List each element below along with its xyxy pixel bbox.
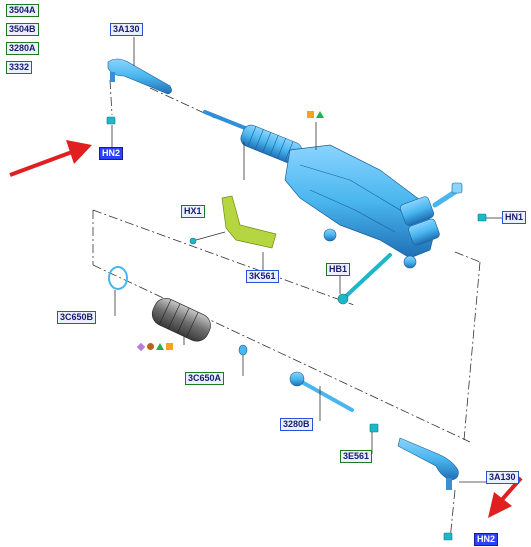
orange-square-icon (166, 343, 173, 350)
callout-tie-rod-end-lower[interactable]: 3A130 (486, 471, 519, 484)
box-right-edge (463, 261, 481, 441)
legend-row-circle: = 3280A (6, 41, 39, 55)
clamp-ring-shape (108, 266, 128, 290)
part-label-mount-bolt[interactable]: HB1 (326, 263, 351, 276)
part-label-bracket[interactable]: 3K561 (246, 270, 279, 283)
legend-code: 3332 (6, 60, 33, 74)
steering-rack (203, 110, 463, 269)
callout-clamp-ring[interactable]: 3C650B (56, 311, 97, 324)
part-label-jam-nut[interactable]: 3E561 (340, 450, 373, 463)
bracket-shape (189, 195, 277, 249)
rack-fastener-right-shape (477, 213, 502, 222)
brown-circle-icon (147, 343, 154, 350)
box-top-edge (92, 209, 354, 306)
part-label-nut-lower[interactable]: HN2 (474, 533, 499, 546)
legend-row-triangle: = 3504B (6, 22, 39, 36)
part-label-clamp-ring[interactable]: 3C650B (57, 311, 97, 324)
axis-line-nut-lower (449, 489, 456, 541)
callout-boot[interactable]: 3C650A (184, 372, 225, 385)
part-label-boot[interactable]: 3C650A (185, 372, 225, 385)
part-label-nut-upper[interactable]: HN2 (99, 147, 124, 160)
lower-nut-shape (443, 532, 453, 541)
callout-boot-symbols (136, 342, 173, 351)
green-triangle-icon (316, 111, 324, 118)
part-label-tie-rod-end-lower[interactable]: 3A130 (486, 471, 519, 484)
red-arrow-lower (488, 476, 523, 518)
jam-nut-shape (369, 423, 379, 433)
legend-row-square: = 3504A (6, 3, 39, 17)
part-label-bracket-fastener[interactable]: HX1 (181, 205, 205, 218)
box-right-top (454, 251, 481, 263)
mount-bolt-shape (337, 253, 392, 305)
boot-clamp-shape (238, 344, 248, 356)
legend-code: 3504A (6, 3, 39, 17)
lower-tie-rod-end (397, 437, 459, 490)
callout-inner-tie-rod[interactable]: 3280B (280, 418, 313, 431)
axis-line-lower (92, 264, 471, 443)
upper-nut-shape (106, 116, 116, 125)
callout-tie-rod-end-upper[interactable]: 3A130 (110, 23, 143, 36)
part-label-tie-rod-end-upper[interactable]: 3A130 (110, 23, 143, 36)
callout-jam-nut[interactable]: 3E561 (340, 450, 373, 463)
green-triangle-icon (156, 343, 164, 350)
legend-code: 3504B (6, 22, 39, 36)
legend-code: 3280A (6, 41, 39, 55)
boot-shape (151, 298, 211, 342)
axis-line-nut-upper (109, 79, 113, 116)
inner-tie-rod-shape (289, 371, 354, 412)
callout-rack-symbols (307, 111, 324, 118)
red-arrow-upper (9, 140, 92, 177)
orange-square-icon (307, 111, 314, 118)
assembly-lines (92, 79, 481, 541)
upper-tie-rod-end (107, 58, 172, 95)
legend-row-diamond: = 3332 (5, 60, 33, 74)
part-label-inner-tie-rod[interactable]: 3280B (280, 418, 313, 431)
leader-lines (111, 37, 486, 483)
part-label-rack-fastener-right[interactable]: HN1 (502, 211, 527, 224)
purple-diamond-icon (136, 342, 146, 351)
